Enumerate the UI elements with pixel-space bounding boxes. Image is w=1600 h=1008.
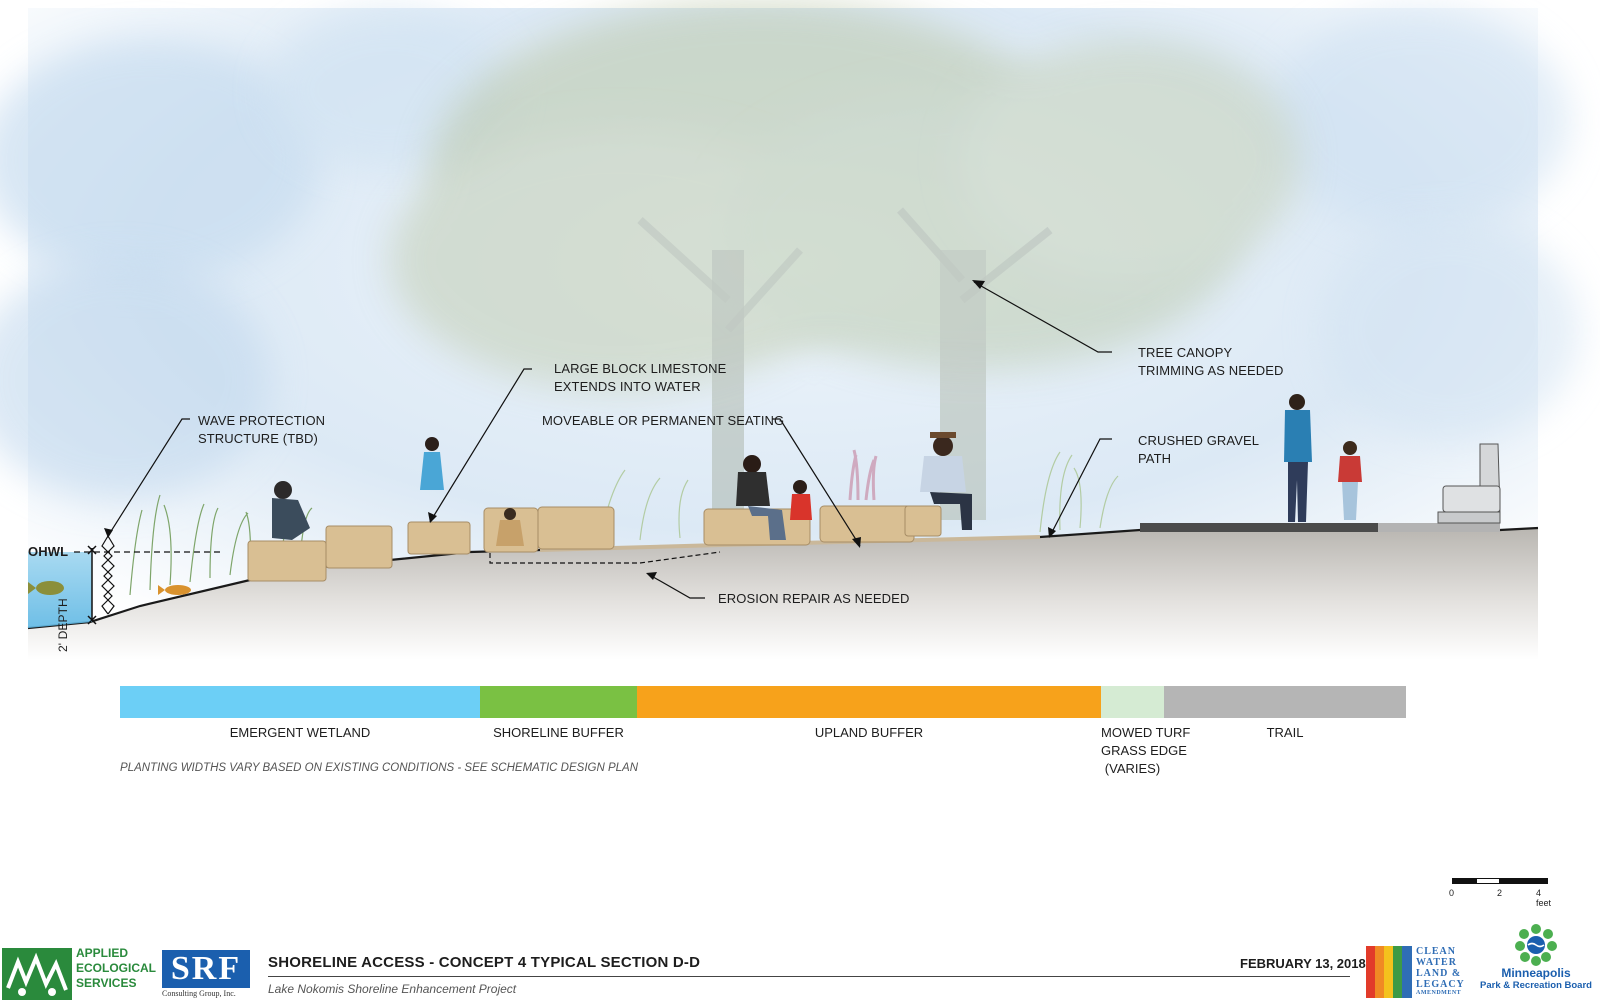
aes-logo: APPLIED ECOLOGICAL SERVICES — [2, 946, 156, 1002]
zone-segment — [120, 686, 480, 718]
callout-line: EXTENDS INTO WATER — [554, 379, 701, 394]
callout-arrowheads — [104, 280, 1056, 580]
ohwl-marker — [74, 545, 222, 625]
callout-line: STRUCTURE (TBD) — [198, 431, 318, 446]
scale-bar: 0 2 4 feet — [1449, 878, 1552, 908]
zone-label-line: UPLAND BUFFER — [814, 725, 924, 740]
zone-label-line: GRASS EDGE — [1101, 743, 1187, 758]
depth-label: 2' DEPTH — [56, 598, 70, 652]
callout-leaders — [107, 281, 1112, 599]
scale-tick-4: 4 feet — [1536, 888, 1552, 908]
aes-logo-line: ECOLOGICAL — [76, 961, 156, 975]
callout-line: TRIMMING AS NEEDED — [1138, 363, 1284, 378]
callout-seating: MOVEABLE OR PERMANENT SEATING — [542, 412, 784, 430]
srf-logo-sub: Consulting Group, Inc. — [162, 989, 236, 998]
callout-line: CRUSHED GRAVEL — [1138, 433, 1260, 448]
zone-label-line: MOWED TURF — [1101, 725, 1191, 740]
zone-label-line: TRAIL — [1266, 725, 1304, 740]
scale-tick-2: 2 — [1497, 888, 1503, 898]
zone-label-line: (VARIES) — [1104, 761, 1161, 776]
zone-label: TRAIL — [1164, 724, 1406, 742]
mprb-logo-line: Minneapolis — [1501, 966, 1571, 980]
zone-segment — [637, 686, 1101, 718]
planting-note: PLANTING WIDTHS VARY BASED ON EXISTING C… — [120, 762, 639, 774]
aes-logo-line: SERVICES — [76, 976, 137, 990]
title-rule — [268, 976, 1350, 977]
zone-label: MOWED TURF GRASS EDGE (VARIES) — [1101, 724, 1191, 778]
limestone-blocks — [247, 505, 942, 582]
zone-segment — [1101, 686, 1164, 718]
planting-zone-bar — [120, 686, 1406, 718]
callout-erosion: EROSION REPAIR AS NEEDED — [718, 590, 909, 608]
callout-line: EROSION REPAIR AS NEEDED — [718, 591, 910, 606]
people-illustration — [272, 394, 1362, 546]
callout-wave-protection: WAVE PROTECTION STRUCTURE (TBD) — [198, 412, 325, 448]
callout-tree-canopy: TREE CANOPY TRIMMING AS NEEDED — [1138, 344, 1284, 380]
srf-logo-mark: SRF — [162, 950, 250, 988]
clean-water-logo-line: CLEAN — [1416, 946, 1457, 957]
srf-logo: SRF Consulting Group, Inc. — [162, 950, 254, 1000]
grass-illustration — [129, 449, 1119, 596]
zone-label: EMERGENT WETLAND — [120, 724, 480, 742]
sheet-date: FEBRUARY 13, 2018 — [1240, 956, 1366, 971]
erosion-repair-outline — [489, 551, 721, 564]
callout-line: MOVEABLE OR PERMANENT SEATING — [542, 413, 785, 428]
clean-water-logo-line: WATER — [1416, 957, 1457, 968]
planting-zone-labels: EMERGENT WETLAND SHORELINE BUFFER UPLAND B… — [120, 724, 1406, 784]
clean-water-logo: CLEAN WATER LAND & LEGACY AMENDMENT — [1366, 946, 1474, 1002]
clean-water-logo-mark — [1366, 946, 1412, 998]
aes-logo-mark — [2, 948, 72, 1000]
zone-label: SHORELINE BUFFER — [480, 724, 637, 742]
scale-tick-0: 0 — [1449, 888, 1455, 898]
zone-label-line: EMERGENT WETLAND — [229, 725, 371, 740]
mprb-logo: Minneapolis Park & Recreation Board — [1474, 922, 1598, 1006]
mprb-logo-line: Park & Recreation Board — [1480, 980, 1592, 991]
callout-gravel-path: CRUSHED GRAVEL PATH — [1138, 432, 1259, 468]
mprb-logo-mark — [1515, 924, 1557, 966]
callout-line: WAVE PROTECTION — [198, 413, 326, 428]
callout-limestone: LARGE BLOCK LIMESTONE EXTENDS INTO WATER — [554, 360, 726, 396]
bench-illustration — [1437, 443, 1501, 524]
zone-label: UPLAND BUFFER — [637, 724, 1101, 742]
aes-logo-line: APPLIED — [76, 946, 129, 960]
clean-water-logo-line: LAND & — [1416, 968, 1462, 979]
sheet-title: SHORELINE ACCESS - CONCEPT 4 TYPICAL SEC… — [268, 954, 701, 971]
zone-segment — [1164, 686, 1406, 718]
callout-line: TREE CANOPY — [1138, 345, 1233, 360]
callout-line: PATH — [1138, 451, 1172, 466]
fish-illustration — [28, 581, 191, 595]
zone-label-line: SHORELINE BUFFER — [493, 725, 624, 740]
clean-water-logo-line: LEGACY — [1416, 979, 1465, 990]
clean-water-logo-line: AMENDMENT — [1416, 990, 1462, 996]
wave-protection-structure — [101, 535, 115, 615]
title-block: APPLIED ECOLOGICAL SERVICES SRF Consulti… — [0, 924, 1600, 1008]
callout-line: LARGE BLOCK LIMESTONE — [554, 361, 727, 376]
sheet-subtitle: Lake Nokomis Shoreline Enhancement Proje… — [268, 982, 517, 996]
ohwl-label: OHWL — [28, 544, 69, 559]
zone-segment — [480, 686, 637, 718]
